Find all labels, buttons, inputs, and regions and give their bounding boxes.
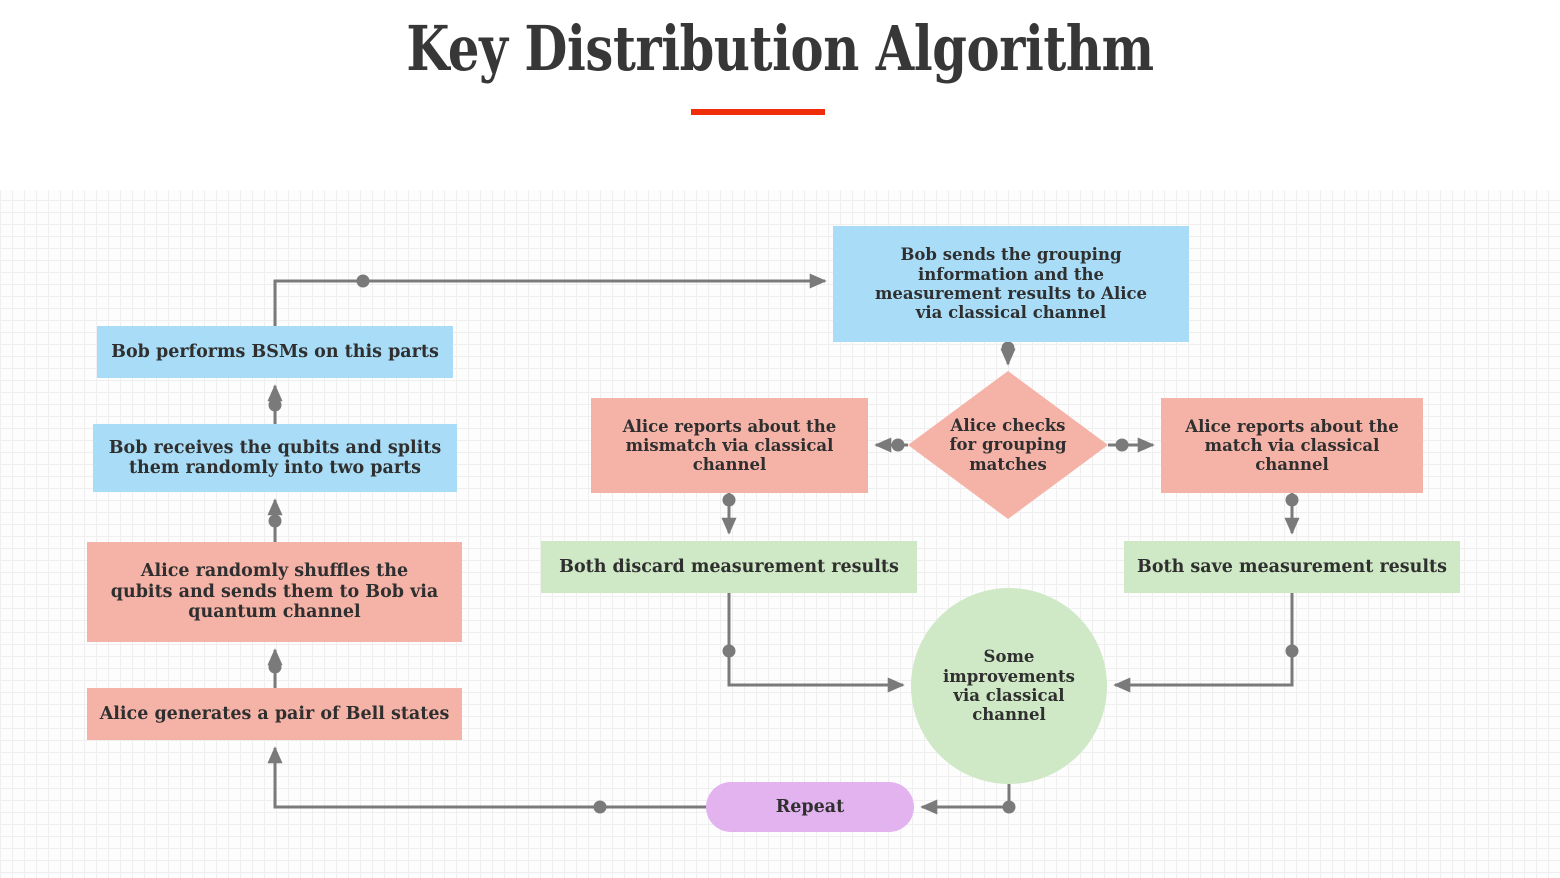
node-label: Both save measurement results <box>1137 556 1447 577</box>
node-label-line: for grouping <box>949 435 1067 455</box>
node-label-line: channel <box>1255 455 1329 475</box>
node-label: Some improvements via classical channel <box>935 647 1083 724</box>
page-title: Key Distribution Algorithm <box>406 12 1154 85</box>
node-label-line: Alice checks <box>950 416 1066 436</box>
node-label-line: quantum channel <box>188 602 361 623</box>
node-label: Alice checks for grouping matches <box>908 371 1108 519</box>
node-label-line: Bob sends the grouping <box>900 245 1122 265</box>
node-alice-reports-mismatch[interactable]: Alice reports about the mismatch via cla… <box>591 398 868 493</box>
node-label: Both discard measurement results <box>559 556 899 577</box>
node-label: Alice generates a pair of Bell states <box>99 703 450 724</box>
node-label-line: Some <box>983 647 1035 667</box>
node-label-line: via classical channel <box>915 303 1107 323</box>
node-label: Alice randomly shuffles the qubits and s… <box>103 561 447 622</box>
node-label: Alice reports about the match via classi… <box>1177 417 1406 475</box>
node-label-line: information and the <box>918 264 1104 284</box>
node-label-line: via classical <box>953 686 1065 705</box>
node-label: Alice reports about the mismatch via cla… <box>615 417 844 475</box>
node-alice-checks-grouping-matches[interactable]: Alice checks for grouping matches <box>908 371 1108 519</box>
title-underline-rule <box>691 109 825 115</box>
node-bob-receives-qubits[interactable]: Bob receives the qubits and splits them … <box>93 424 457 492</box>
node-label-line: channel <box>692 455 767 475</box>
node-repeat[interactable]: Repeat <box>706 782 914 832</box>
node-label: Bob performs BSMs on this parts <box>111 341 439 362</box>
node-bob-performs-bsms[interactable]: Bob performs BSMs on this parts <box>97 326 453 378</box>
node-label-line: Alice reports about the <box>622 416 837 436</box>
node-label-line: Alice randomly shuffles the <box>140 561 409 582</box>
node-label-line: channel <box>972 705 1046 725</box>
node-bob-sends-grouping-info[interactable]: Bob sends the grouping information and t… <box>833 226 1189 342</box>
node-label-line: mismatch via classical <box>625 435 834 455</box>
node-label-line: qubits and sends them to Bob via <box>110 581 439 602</box>
node-label-line: Alice reports about the <box>1185 416 1399 436</box>
node-label: Bob sends the grouping information and t… <box>867 245 1155 322</box>
node-alice-shuffles-qubits[interactable]: Alice randomly shuffles the qubits and s… <box>87 542 462 642</box>
node-both-discard-results[interactable]: Both discard measurement results <box>541 541 917 593</box>
node-label-line: matches <box>969 454 1047 474</box>
node-alice-generates-bell-states[interactable]: Alice generates a pair of Bell states <box>87 688 462 740</box>
node-label-line: match via classical <box>1204 435 1380 455</box>
node-label-line: improvements <box>943 666 1075 686</box>
node-label: Repeat <box>775 796 845 817</box>
node-label-line: them randomly into two parts <box>128 458 421 478</box>
node-label-line: Bob receives the qubits and splits <box>108 437 442 458</box>
title-area: Key Distribution Algorithm <box>0 0 1560 190</box>
node-both-save-results[interactable]: Both save measurement results <box>1124 541 1460 593</box>
node-alice-reports-match[interactable]: Alice reports about the match via classi… <box>1161 398 1423 493</box>
node-label-line: measurement results to Alice <box>874 284 1148 303</box>
node-some-improvements[interactable]: Some improvements via classical channel <box>911 588 1107 784</box>
node-label: Bob receives the qubits and splits them … <box>101 438 449 479</box>
diamond-shape <box>908 371 1108 519</box>
grid-background <box>0 188 1560 878</box>
